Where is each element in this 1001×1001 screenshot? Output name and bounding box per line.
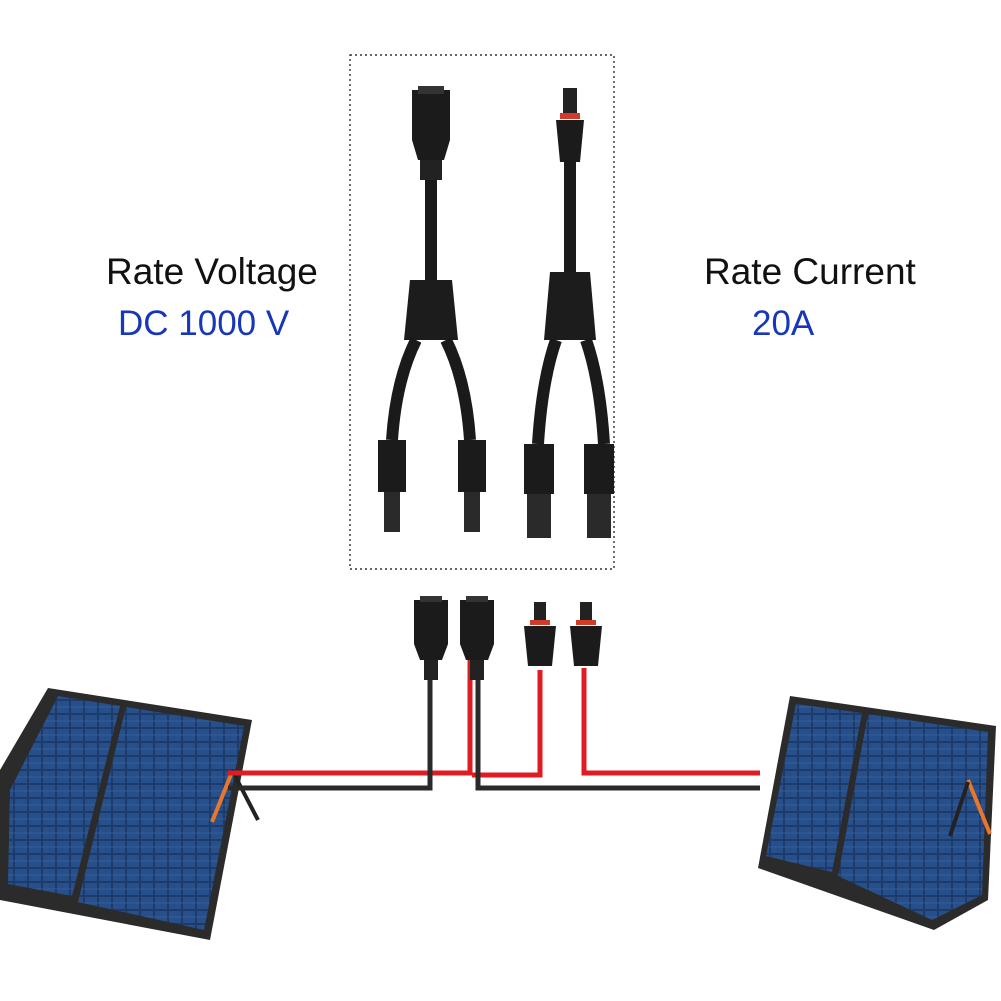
mc4-connector-icon bbox=[570, 602, 602, 666]
rate-current-value: 20A bbox=[752, 304, 815, 343]
mc4-connector-icon bbox=[524, 602, 556, 666]
y-branch-connector-female-icon bbox=[524, 88, 614, 538]
rate-current-spec: Rate Current 20A bbox=[704, 250, 916, 346]
cable-wiring bbox=[228, 648, 760, 791]
rate-voltage-value: DC 1000 V bbox=[118, 304, 290, 343]
rate-current-title: Rate Current bbox=[704, 251, 916, 292]
y-branch-connector-male-icon bbox=[378, 86, 486, 532]
rate-voltage-spec: Rate Voltage DC 1000 V bbox=[106, 250, 318, 346]
rate-voltage-title: Rate Voltage bbox=[106, 251, 318, 292]
product-frame bbox=[349, 54, 615, 570]
solar-panel-right-icon bbox=[758, 696, 996, 930]
solar-panel-left-icon bbox=[0, 688, 260, 940]
mc4-connector-icon bbox=[414, 596, 448, 680]
mc4-connector-icon bbox=[460, 596, 494, 680]
